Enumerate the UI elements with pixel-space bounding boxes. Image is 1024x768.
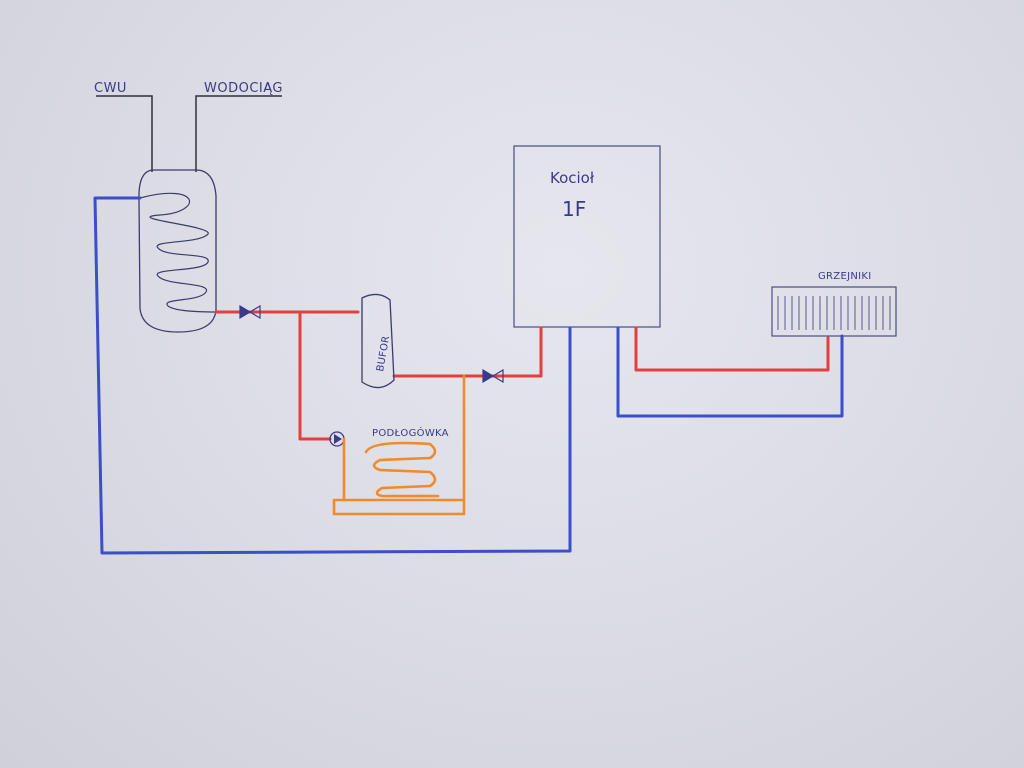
supply-bufor-to-boiler — [392, 326, 543, 378]
return-main-loop — [93, 196, 572, 555]
radiator — [771, 286, 897, 337]
wodociag-pipe — [195, 95, 282, 172]
tank-outline — [138, 169, 217, 333]
grzejniki-label: GRZEJNIKI — [818, 271, 871, 282]
valve-icon — [239, 304, 261, 320]
hot-water-tank — [96, 95, 282, 333]
bufor-label: BUFOR — [375, 335, 392, 373]
boiler-code-label: 1F — [562, 197, 586, 221]
pump-icon — [329, 431, 345, 447]
tank-coil — [139, 192, 217, 313]
boiler-label: Kocioł — [550, 169, 595, 187]
valve-icon — [482, 368, 504, 384]
supply-boiler-to-radiators — [634, 326, 830, 372]
boiler-box — [513, 145, 661, 328]
supply-pipes — [214, 310, 830, 441]
return-pipes — [93, 196, 844, 555]
cwu-pipe — [96, 95, 153, 172]
bufor-tank — [361, 293, 395, 389]
floor-heating-loop — [332, 374, 466, 516]
cwu-label: CWU — [94, 81, 127, 96]
supply-to-pump — [298, 310, 332, 441]
return-radiators — [616, 326, 844, 418]
podlogowka-label: PODŁOGÓWKA — [372, 426, 449, 439]
wodociag-label: WODOCIĄG — [204, 81, 283, 96]
